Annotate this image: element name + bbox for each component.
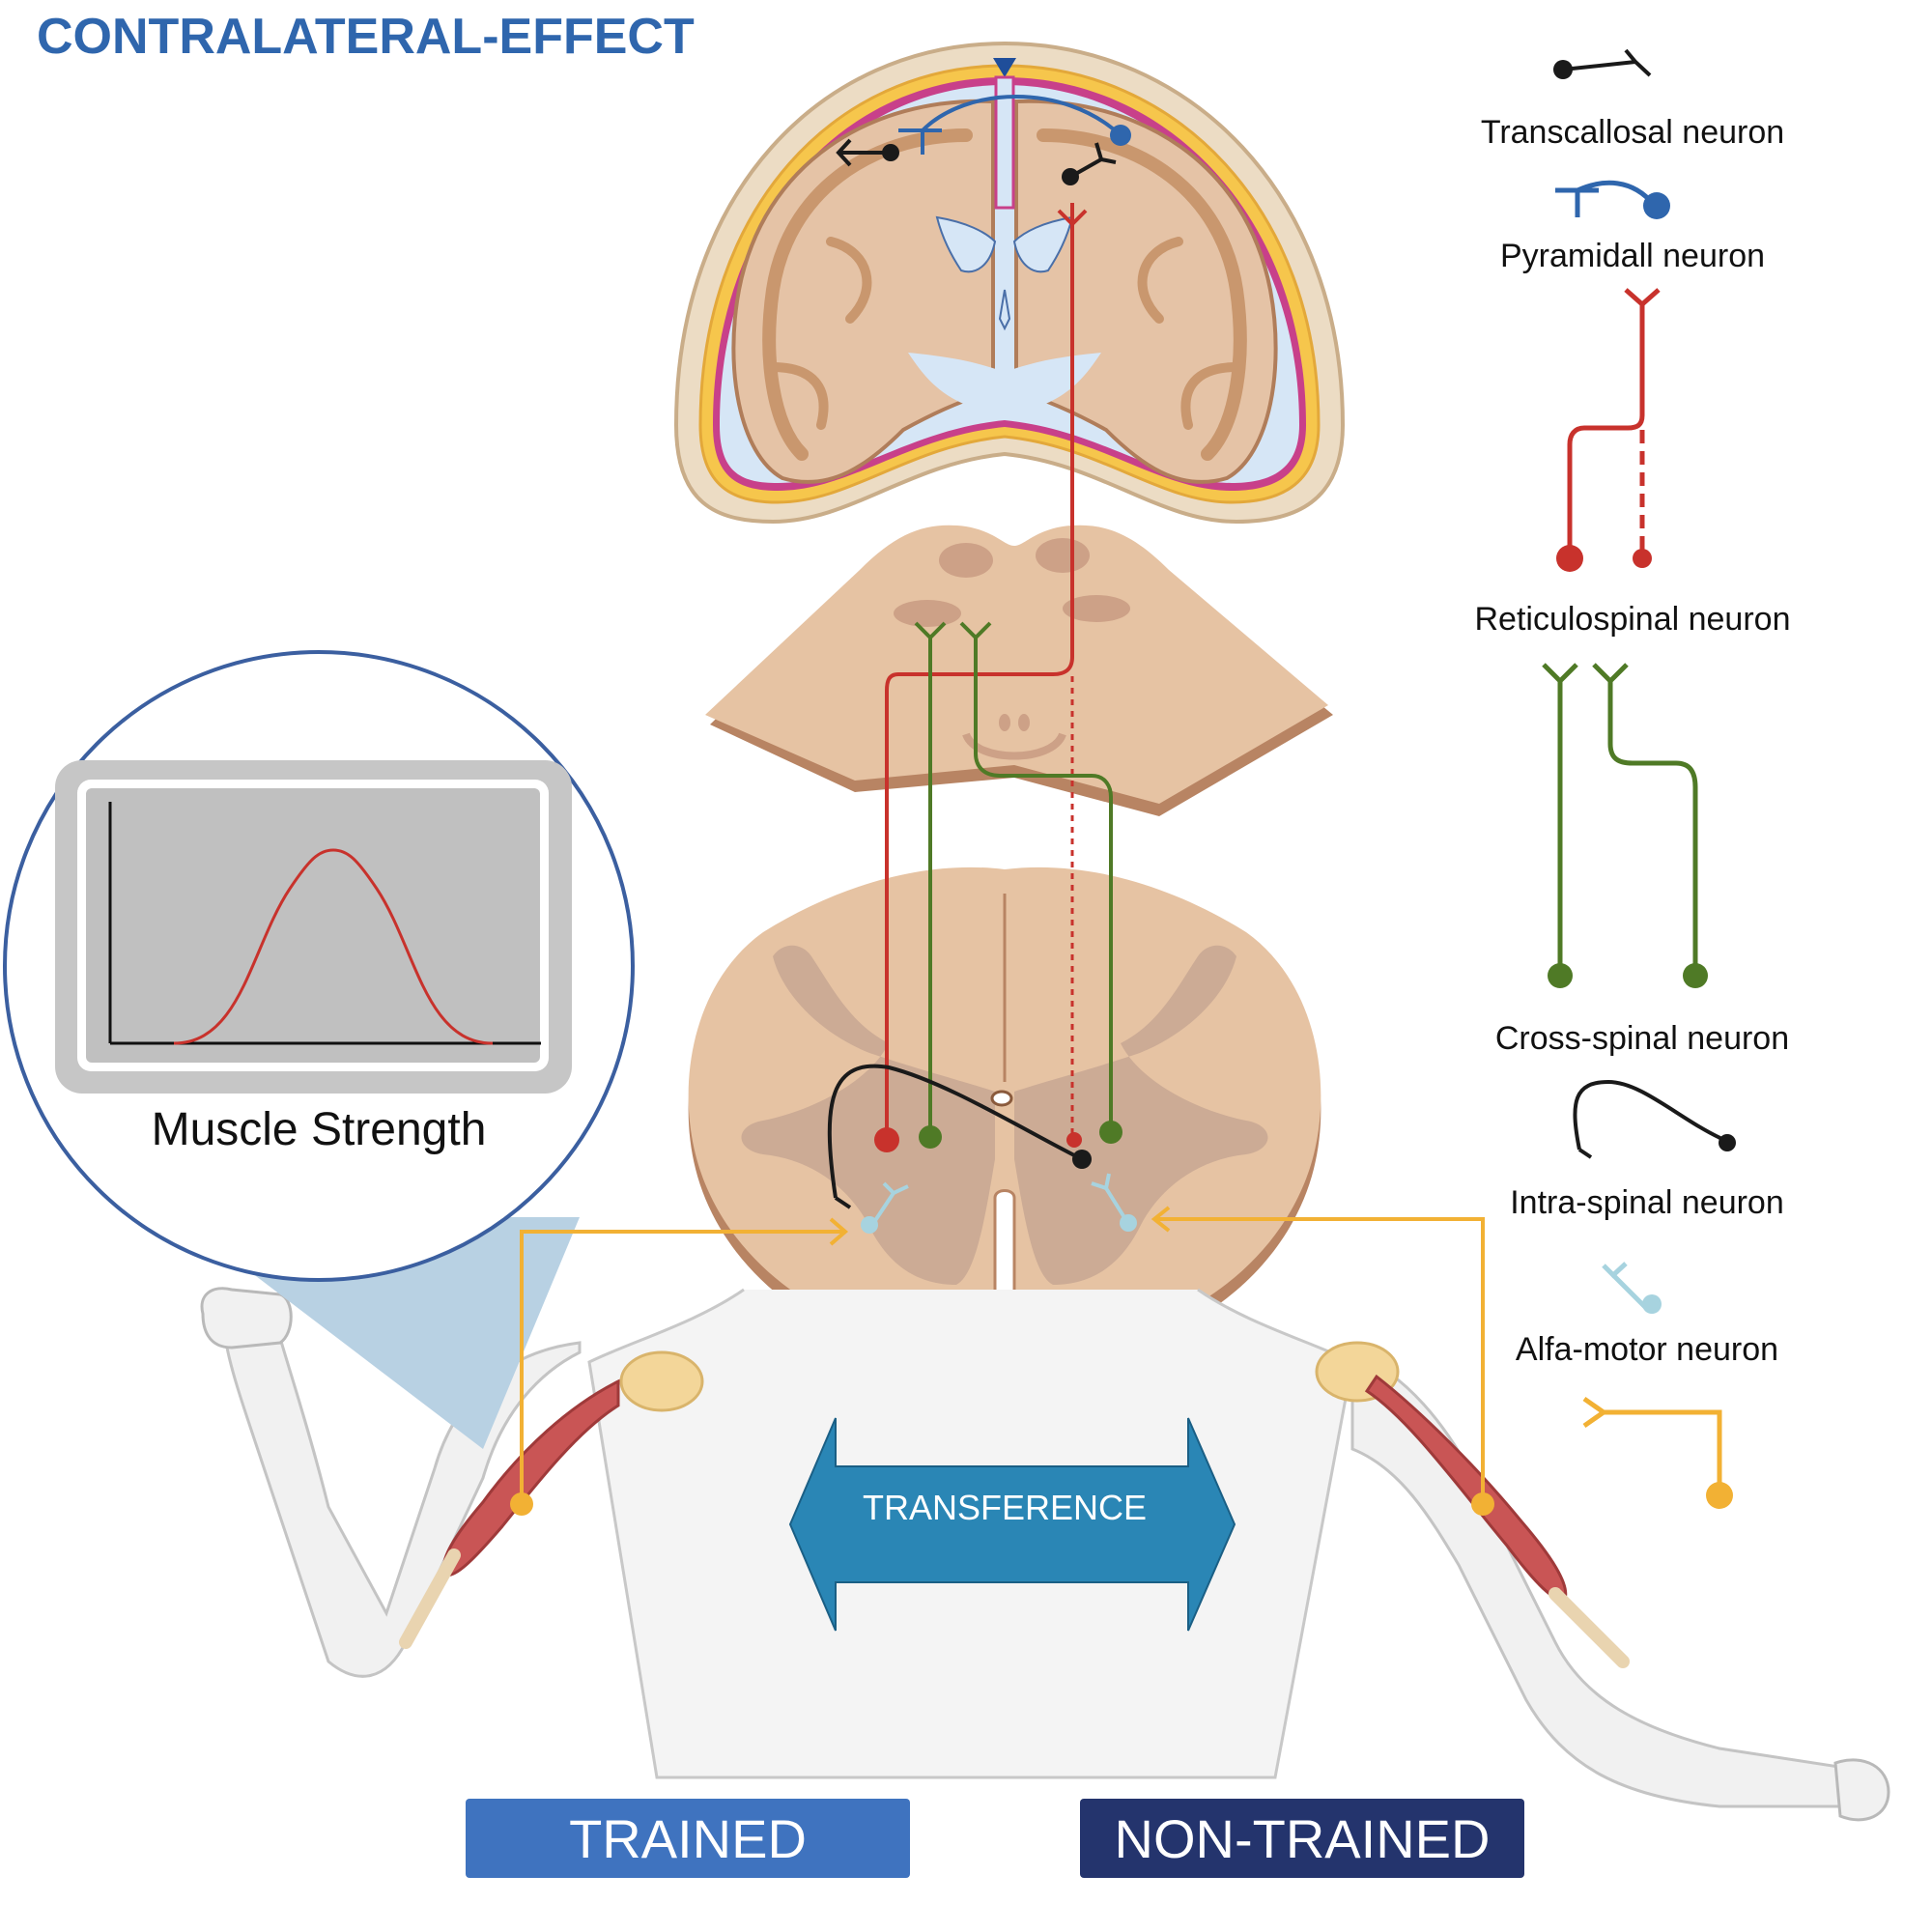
trained-badge: TRAINED bbox=[466, 1799, 910, 1878]
transference-arrow bbox=[788, 1417, 1236, 1632]
intra-spinal-neuron-path bbox=[827, 1064, 1092, 1209]
transcallosal-neuron-left bbox=[836, 138, 899, 167]
muscle-strength-label: Muscle Strength bbox=[151, 1104, 487, 1155]
brain-section bbox=[673, 41, 1346, 525]
alfa-motor-legend-icon bbox=[1582, 1396, 1733, 1509]
legend-label-reticulospinal: Reticulospinal neuron bbox=[1474, 601, 1791, 638]
muscle-strength-inset bbox=[3, 650, 635, 1449]
brainstem-section bbox=[705, 525, 1333, 816]
spinal-cord-section bbox=[688, 867, 1321, 1359]
transference-label: TRANSFERENCE bbox=[862, 1488, 1148, 1527]
cross-spinal-legend-icon bbox=[1542, 663, 1708, 988]
transcallosal-legend-icon bbox=[1553, 48, 1652, 79]
alfa-motor-small-right bbox=[1091, 1173, 1137, 1232]
alfa-motor-small-left bbox=[861, 1181, 909, 1234]
alfa-motor-path-non-trained bbox=[1151, 1206, 1494, 1516]
pyramidal-neuron-path bbox=[898, 95, 1131, 155]
legend-label-cross-spinal: Cross-spinal neuron bbox=[1494, 1020, 1790, 1057]
monitor-screen bbox=[86, 788, 540, 1063]
pyramidal-legend-icon bbox=[1555, 180, 1670, 219]
legend-label-intra-spinal: Intra-spinal neuron bbox=[1510, 1184, 1784, 1221]
alfa-motor-small-legend-icon bbox=[1602, 1262, 1662, 1314]
legend-icons bbox=[1542, 48, 1736, 1509]
non-trained-badge: NON-TRAINED bbox=[1080, 1799, 1524, 1878]
transcallosal-neuron-right bbox=[1062, 142, 1117, 185]
intra-spinal-legend-icon bbox=[1573, 1079, 1736, 1159]
neural-pathways bbox=[510, 95, 1494, 1516]
reticulospinal-legend-icon bbox=[1556, 288, 1661, 572]
strength-curve bbox=[173, 848, 494, 1045]
non-trained-arm bbox=[1315, 1341, 1890, 1822]
legend-label-pyramidal: Pyramidall neuron bbox=[1499, 238, 1766, 274]
cross-spinal-neuron-path bbox=[914, 621, 1122, 1149]
legend-label-transcallosal: Transcallosal neuron bbox=[1480, 114, 1785, 151]
figure-title: CONTRALATERAL-EFFECT bbox=[37, 9, 695, 65]
alfa-motor-path-trained bbox=[510, 1217, 849, 1516]
legend-label-alfa-motor: Alfa-motor neuron bbox=[1515, 1331, 1779, 1368]
